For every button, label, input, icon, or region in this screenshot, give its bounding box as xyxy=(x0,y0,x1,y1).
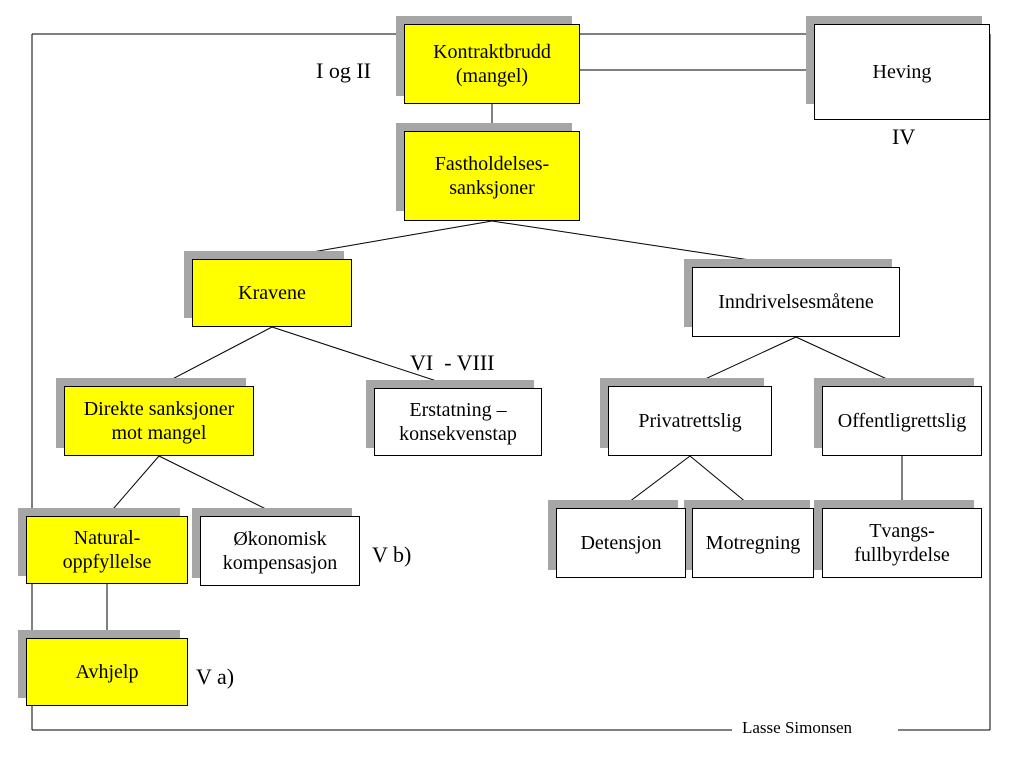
node-kravene: Kravene xyxy=(192,259,352,327)
node-motregning: Motregning xyxy=(692,508,814,578)
label-v-a: V a) xyxy=(196,664,235,689)
connector-line xyxy=(158,326,273,387)
node-avhjelp: Avhjelp xyxy=(26,638,188,706)
connector-line xyxy=(689,336,797,387)
node-offentligrettslig: Offentligrettslig xyxy=(822,386,982,456)
connector-line xyxy=(620,455,691,509)
label-iv: IV xyxy=(892,124,916,149)
label-i-og-ii: I og II xyxy=(316,58,371,83)
node-fastholdelsessanksjoner: Fastholdelses- sanksjoner xyxy=(404,131,580,221)
node-okonomisk-kompensasjon: Økonomisk kompensasjon xyxy=(200,516,360,586)
connector-line xyxy=(795,336,903,387)
node-heving: Heving xyxy=(814,24,990,120)
connector-line xyxy=(158,455,281,517)
connector-line xyxy=(106,455,160,517)
node-tvangsfullbyrdelse: Tvangs- fullbyrdelse xyxy=(822,508,982,578)
node-kontraktbrudd: Kontraktbrudd (mangel) xyxy=(404,24,580,104)
connector-line xyxy=(271,326,459,389)
connector-line xyxy=(689,455,754,509)
author-credit: Lasse Simonsen xyxy=(732,718,863,738)
node-detensjon: Detensjon xyxy=(556,508,686,578)
node-inndrivelsesmatene: Inndrivelsesmåtene xyxy=(692,267,900,337)
node-erstatning: Erstatning – konsekvenstap xyxy=(374,388,542,456)
node-direkte-sanksjoner: Direkte sanksjoner mot mangel xyxy=(64,386,254,456)
label-v-b: V b) xyxy=(372,542,412,567)
label-vi-viii: VI - VIII xyxy=(410,350,495,375)
node-naturaloppfyllelse: Natural- oppfyllelse xyxy=(26,516,188,584)
node-privatrettslig: Privatrettslig xyxy=(608,386,772,456)
